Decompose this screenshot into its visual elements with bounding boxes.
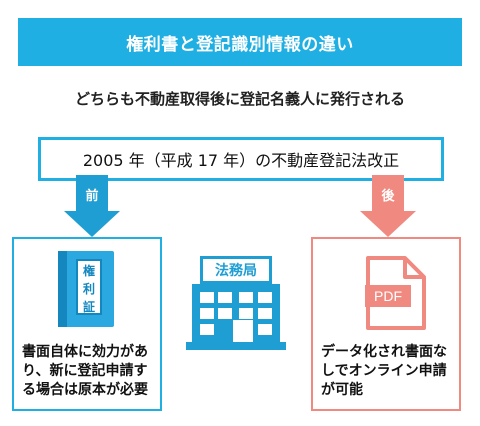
file-fold xyxy=(403,258,424,279)
book-label: 権 利 証 xyxy=(76,259,102,315)
window xyxy=(239,308,253,319)
after-description: データ化され書面なしでオンライン申請が可能 xyxy=(321,344,447,398)
window xyxy=(258,324,272,335)
window xyxy=(239,292,253,303)
pdf-tag-text: PDF xyxy=(374,288,402,304)
after-arrow: 後 xyxy=(360,175,416,237)
before-card: 権 利 証 書面自体に効力があり、新に登記申請する場合は原本が必要 xyxy=(12,237,162,411)
after-card: PDF データ化され書面なしでオンライン申請が可能 xyxy=(311,237,461,411)
window xyxy=(200,292,214,303)
law-revision-text: 2005 年（平成 17 年）の不動産登記法改正 xyxy=(82,151,400,170)
book-label-char-3: 証 xyxy=(82,300,95,314)
page-title: 権利書と登記識別情報の違い xyxy=(126,34,354,55)
building-door xyxy=(233,320,253,342)
window xyxy=(200,308,214,319)
after-label: 後 xyxy=(381,189,395,204)
window xyxy=(218,308,232,319)
book-label-char-1: 権 xyxy=(82,264,95,278)
building-base xyxy=(186,342,286,350)
office-label: 法務局 xyxy=(215,263,257,279)
pdf-file-icon: PDF xyxy=(365,256,426,330)
title-banner: 権利書と登記識別情報の違い xyxy=(18,18,462,66)
window xyxy=(200,324,214,335)
before-arrow-head xyxy=(64,211,120,237)
before-label: 前 xyxy=(85,189,99,204)
window xyxy=(258,292,272,303)
before-description: 書面自体に効力があり、新に登記申請する場合は原本が必要 xyxy=(22,344,148,398)
subtitle: どちらも不動産取得後に登記名義人に発行される xyxy=(74,90,405,108)
window xyxy=(218,292,232,303)
book-spine xyxy=(58,251,67,327)
before-arrow: 前 xyxy=(64,175,120,237)
office-sign: 法務局 xyxy=(200,256,272,284)
book-label-char-2: 利 xyxy=(82,282,95,296)
after-arrow-head xyxy=(360,211,416,237)
after-arrow-shaft xyxy=(372,175,404,213)
before-arrow-shaft xyxy=(76,175,108,213)
legal-affairs-bureau-icon: 法務局 xyxy=(186,256,286,352)
law-revision-box: 2005 年（平成 17 年）の不動産登記法改正 xyxy=(38,137,444,181)
title-deed-book-icon: 権 利 証 xyxy=(58,251,114,327)
pdf-tag xyxy=(365,285,411,307)
window xyxy=(258,308,272,319)
building-body xyxy=(192,284,280,342)
